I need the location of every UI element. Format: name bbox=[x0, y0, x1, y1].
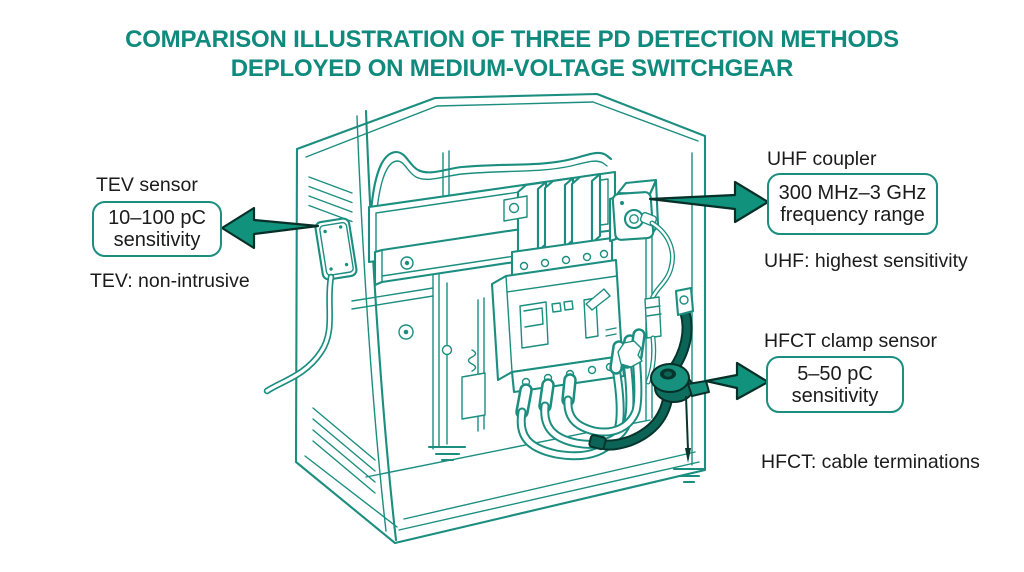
uhf-caption: UHF: highest sensitivity bbox=[764, 250, 968, 272]
hfct-arrow-icon bbox=[704, 361, 770, 401]
hfct-sensitivity-value: 5–50 pC bbox=[797, 362, 873, 385]
earth-ground-symbol bbox=[427, 445, 467, 462]
page-title: COMPARISON ILLUSTRATION OF THREE PD DETE… bbox=[0, 25, 1024, 83]
hfct-caption: HFCT: cable terminations bbox=[761, 451, 980, 473]
page-title-line2: DEPLOYED ON MEDIUM-VOLTAGE SWITCHGEAR bbox=[230, 55, 794, 82]
tev-sensitivity-value: 10–100 pC bbox=[108, 207, 206, 229]
tev-caption: TEV: non-intrusive bbox=[90, 270, 250, 292]
vent-slats-upper bbox=[308, 176, 353, 223]
page-title-line1: COMPARISON ILLUSTRATION OF THREE PD DETE… bbox=[125, 26, 899, 53]
insulator-detail bbox=[461, 349, 486, 420]
hfct-sensitivity-unit: sensitivity bbox=[791, 384, 879, 407]
tev-sensitivity-unit: sensitivity bbox=[113, 229, 201, 251]
phase-cables bbox=[515, 328, 646, 461]
uhf-coupler-label: UHF coupler bbox=[767, 148, 877, 170]
tev-sensor-drawing bbox=[263, 217, 358, 395]
tev-arrow-icon bbox=[220, 206, 320, 250]
uhf-arrow-icon bbox=[648, 180, 770, 224]
hfct-sensitivity-box: 5–50 pC sensitivity bbox=[766, 356, 904, 413]
hfct-sensor-label: HFCT clamp sensor bbox=[764, 330, 938, 352]
cable-termination-bracket bbox=[674, 286, 695, 317]
uhf-frequency-value: 300 MHz–3 GHz bbox=[778, 182, 927, 204]
uhf-frequency-box: 300 MHz–3 GHz frequency range bbox=[767, 173, 938, 235]
uhf-cable-connector bbox=[644, 296, 662, 339]
interior-ground-rod bbox=[427, 282, 467, 462]
circuit-breaker bbox=[490, 236, 626, 394]
uhf-coupler-drawing bbox=[608, 178, 675, 385]
tev-sensor-label: TEV sensor bbox=[96, 174, 198, 196]
earth-ground-symbol bbox=[672, 467, 706, 484]
hfct-clamp-drawing bbox=[650, 363, 710, 403]
clamp-ground-lead bbox=[672, 395, 706, 484]
uhf-frequency-unit: frequency range bbox=[780, 204, 925, 226]
tev-sensitivity-box: 10–100 pC sensitivity bbox=[92, 201, 222, 257]
switchgear-cabinet-drawing bbox=[263, 92, 710, 545]
cable-cleat bbox=[617, 340, 643, 368]
vent-slats-lower bbox=[312, 407, 376, 494]
